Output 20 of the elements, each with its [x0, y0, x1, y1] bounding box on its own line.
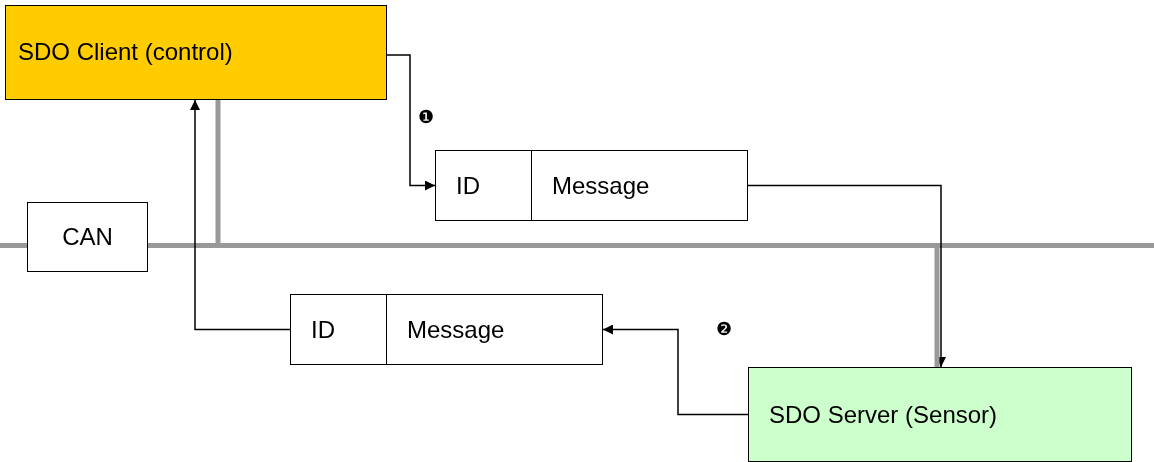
bus-label: CAN [62, 222, 113, 252]
arrow [747, 184, 946, 368]
message-frame [290, 294, 603, 365]
frame-field-text: Message [407, 314, 505, 345]
arrow [386, 54, 436, 191]
frame-field-text: ID [456, 170, 480, 201]
arrow [602, 324, 749, 416]
node-label: SDO Client (control) [18, 37, 233, 67]
arrow [190, 99, 291, 331]
client-box [5, 5, 387, 100]
server-box [748, 367, 1132, 462]
message-frame [435, 150, 748, 221]
frame-field-text: ID [311, 314, 335, 345]
bus-connection-line [215, 100, 221, 243]
node-label: SDO Server (Sensor) [769, 399, 998, 430]
frame-field-text: Message [552, 170, 650, 201]
step-number: ❷ [716, 320, 732, 338]
bus-connection-line [934, 248, 940, 367]
step-number: ❶ [418, 108, 434, 126]
bus-label-box [27, 202, 148, 272]
